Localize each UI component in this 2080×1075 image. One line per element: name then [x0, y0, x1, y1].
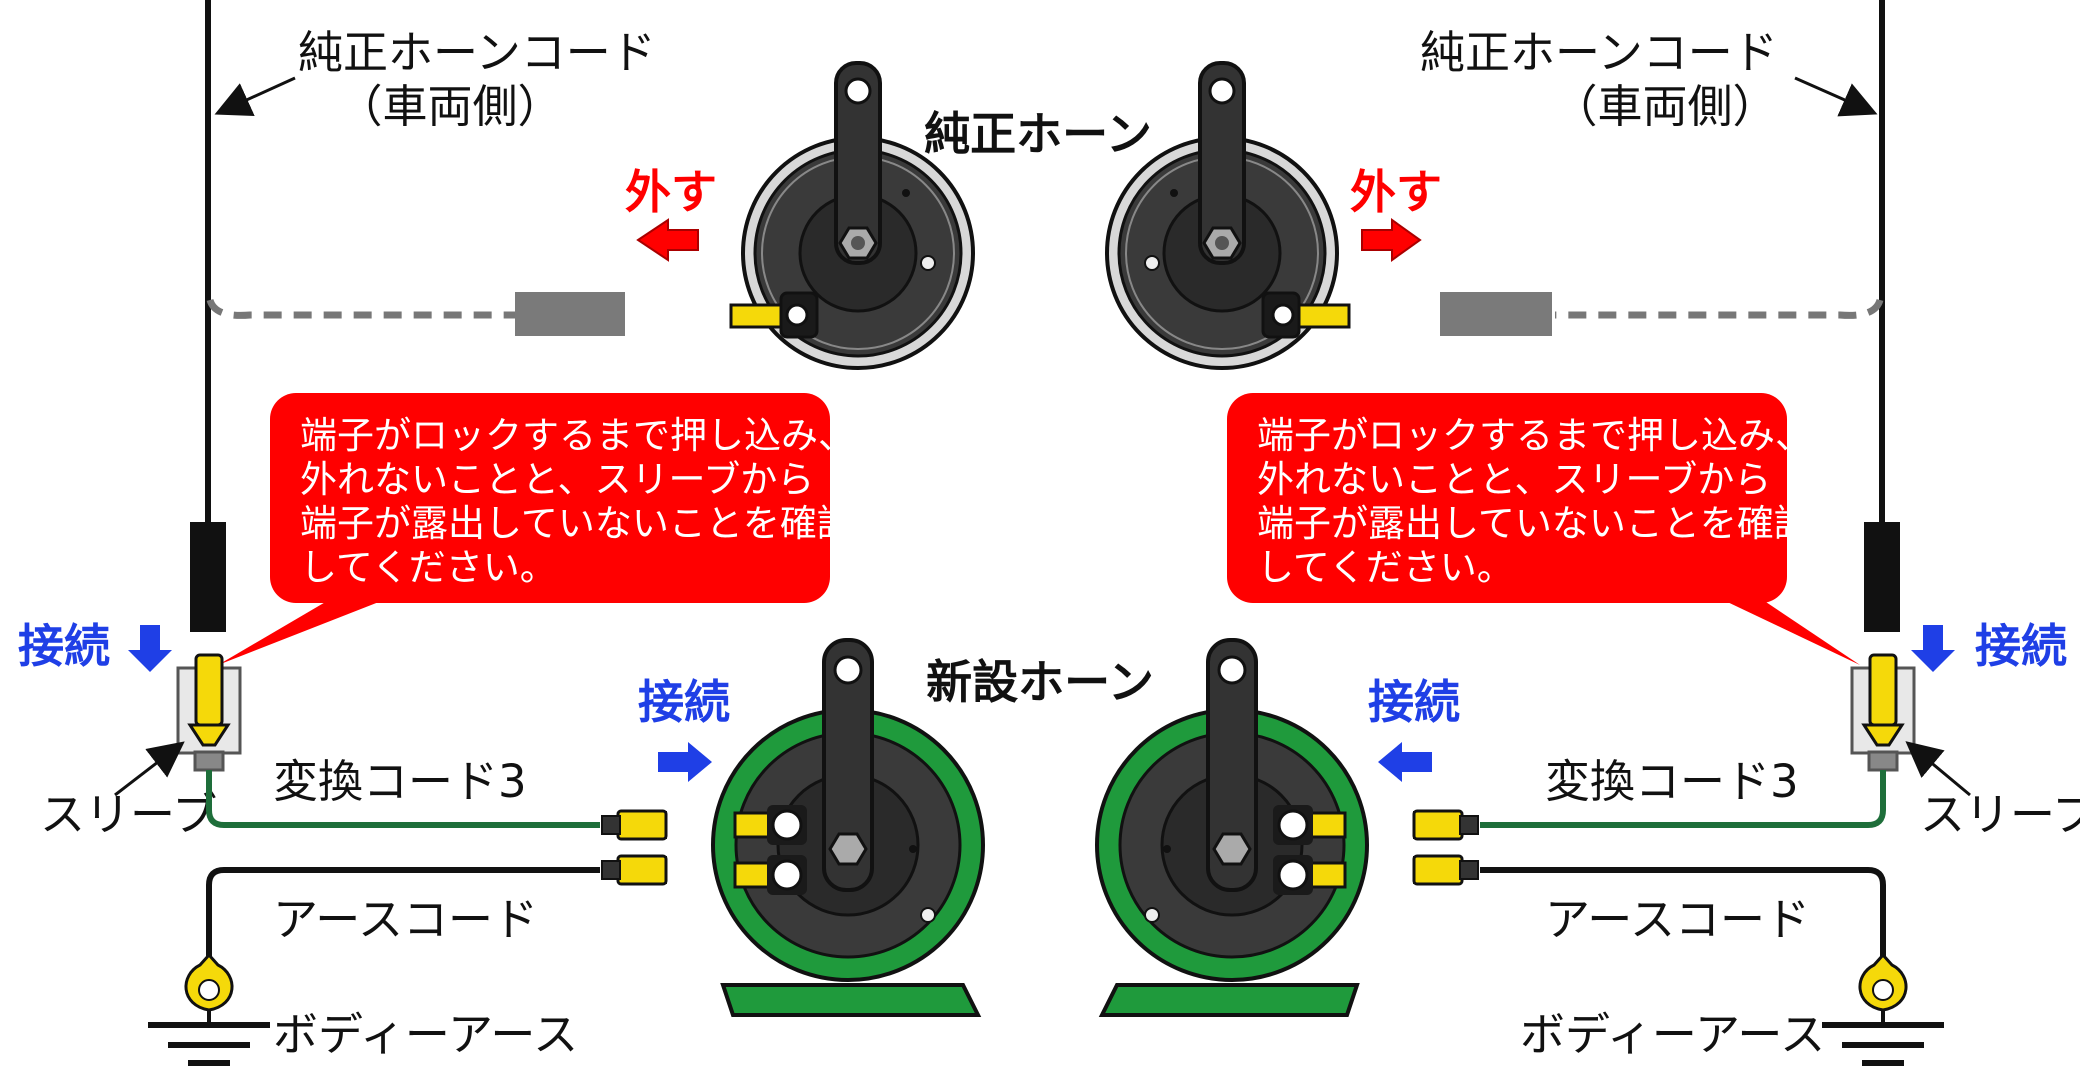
- body-earth-left-label: ボディーアース: [273, 1008, 578, 1061]
- conv-cord-left-wire: [206, 770, 600, 828]
- oem-cord-left-label: 純正ホーンコード: [298, 26, 656, 79]
- oem-cord-left-sub: （車両側）: [337, 80, 562, 133]
- sleeve-right: [1850, 653, 1916, 772]
- connect-right-mid-label: 接続: [1368, 675, 1460, 729]
- oem-cord-right-pointer: [1794, 76, 1878, 117]
- arrow-left-icon: [636, 218, 699, 262]
- body-earth-right-label: ボディーアース: [1520, 1008, 1825, 1061]
- removed-plug-right: [1440, 292, 1552, 336]
- conv-cord-right-label: 変換コード3: [1545, 755, 1799, 808]
- ground-symbol-left: [148, 952, 270, 1066]
- oem-cord-right-plug: [1864, 522, 1900, 632]
- oem-cord-left-plug: [190, 522, 226, 632]
- arrow-left-icon-blue: [1378, 742, 1432, 782]
- connect-right-top-label: 接続: [1975, 619, 2067, 673]
- connect-left-mid-label: 接続: [638, 675, 730, 729]
- callout-right-line2: 外れないことと、スリーブから: [1257, 458, 1771, 501]
- earth-cord-left-wire: [206, 867, 600, 975]
- oem-horn-title: 純正ホーン: [924, 107, 1152, 161]
- sleeve-left-label: スリーブ: [40, 788, 217, 841]
- new-horn-left: [711, 638, 985, 1017]
- remove-right-label: 外す: [1350, 165, 1442, 219]
- oem-cord-left-pointer: [214, 76, 296, 117]
- earth-cord-right-wire: [1480, 867, 1886, 975]
- connect-left-top-label: 接続: [18, 619, 110, 673]
- arrow-down-icon-right: [1911, 625, 1955, 672]
- arrow-down-icon-left: [128, 625, 172, 672]
- sleeve-left: [176, 653, 242, 772]
- sleeve-right-label: スリーブ: [1920, 788, 2080, 841]
- remove-left-label: 外す: [625, 165, 717, 219]
- callout-left-line4: してください。: [300, 546, 557, 589]
- sleeve-right-pointer: [1905, 741, 1971, 797]
- ground-symbol-right: [1822, 952, 1944, 1066]
- callout-left: 端子がロックするまで押し込み、 外れないことと、スリーブから 端子が露出していな…: [218, 393, 855, 665]
- arrow-right-icon-left: [658, 742, 712, 782]
- removed-plug-left: [515, 292, 625, 336]
- oem-horn-left: [729, 61, 975, 370]
- earth-cord-right-terminal: [1412, 854, 1480, 886]
- new-horn-right: [1095, 638, 1369, 1017]
- conv-cord-right-wire: [1480, 770, 1886, 828]
- new-horn-title: 新設ホーン: [926, 655, 1154, 709]
- oem-cord-right-sub: （車両側）: [1552, 80, 1777, 133]
- oem-cord-right-label: 純正ホーンコード: [1420, 26, 1778, 79]
- callout-right: 端子がロックするまで押し込み、 外れないことと、スリーブから 端子が露出していな…: [1227, 393, 1860, 665]
- earth-cord-left-terminal: [600, 854, 668, 886]
- arrow-right-icon-red: [1361, 218, 1422, 262]
- callout-right-line3: 端子が露出していないことを確認: [1257, 502, 1811, 545]
- oem-horn-right: [1105, 61, 1351, 370]
- callout-left-line1: 端子がロックするまで押し込み、: [300, 414, 855, 457]
- sleeve-left-pointer: [114, 741, 185, 797]
- removed-wire-left: [206, 298, 515, 319]
- conv-cord-right-terminal: [1412, 809, 1480, 841]
- callout-right-line4: してください。: [1257, 546, 1514, 589]
- conv-cord-left-terminal: [600, 809, 668, 841]
- conv-cord-left-label: 変換コード3: [273, 755, 527, 808]
- earth-cord-left-label: アースコード: [273, 893, 538, 946]
- callout-left-line2: 外れないことと、スリーブから: [300, 458, 814, 501]
- callout-left-line3: 端子が露出していないことを確認: [300, 502, 854, 545]
- removed-wire-right: [1555, 298, 1884, 319]
- earth-cord-right-label: アースコード: [1545, 893, 1810, 946]
- callout-right-line1: 端子がロックするまで押し込み、: [1257, 414, 1812, 457]
